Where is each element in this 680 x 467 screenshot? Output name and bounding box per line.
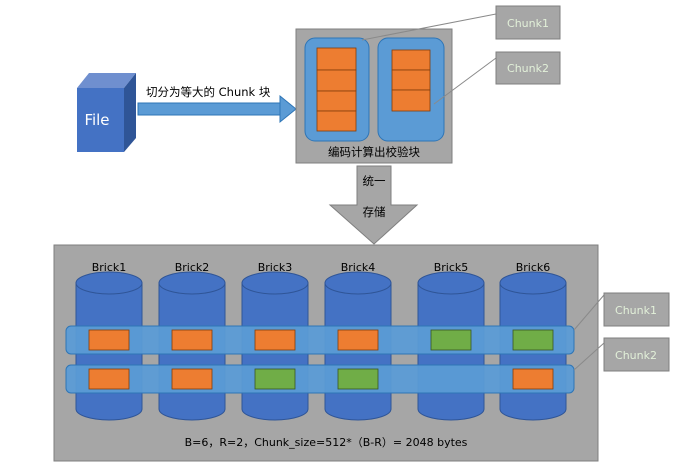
file-label: File bbox=[84, 111, 109, 129]
chunk1-callout-top bbox=[495, 5, 561, 40]
chunk-stack-2 bbox=[391, 49, 431, 112]
brick-1-row2-data-chunk bbox=[88, 368, 130, 390]
brick-2-label: Brick2 bbox=[175, 261, 210, 274]
stripe-band-2 bbox=[65, 364, 575, 394]
chunk1-callout-bottom-label: Chunk1 bbox=[615, 304, 657, 317]
split-arrow-label: 切分为等大的 Chunk 块 bbox=[146, 85, 271, 99]
file-cube bbox=[77, 73, 136, 152]
chunk1-callout-bottom bbox=[603, 292, 670, 327]
store-arrow-line1: 统一 bbox=[363, 174, 386, 188]
brick-2-row1-data-chunk bbox=[171, 329, 213, 351]
chunk-blocks bbox=[88, 329, 554, 390]
chunk2-callout-top-label: Chunk2 bbox=[507, 62, 549, 75]
chunk2-callout-top bbox=[495, 51, 561, 85]
brick-5-label: Brick5 bbox=[434, 261, 469, 274]
encode-box-label: 编码计算出校验块 bbox=[328, 145, 420, 159]
brick-3-label: Brick3 bbox=[258, 261, 293, 274]
stripe-band-1 bbox=[65, 325, 575, 355]
chunk-stack-1 bbox=[316, 47, 357, 132]
chunk2-callout-bottom bbox=[603, 337, 670, 372]
brick-5-row1-parity-chunk bbox=[430, 329, 472, 351]
brick-1-row1-data-chunk bbox=[88, 329, 130, 351]
store-arrow bbox=[328, 165, 419, 245]
brick-6-row1-parity-chunk bbox=[512, 329, 554, 351]
brick-1-label: Brick1 bbox=[92, 261, 127, 274]
split-arrow bbox=[137, 94, 297, 124]
brick-4-label: Brick4 bbox=[341, 261, 376, 274]
brick-3-row2-parity-chunk bbox=[254, 368, 296, 390]
chunk-callout-leaders-bottom bbox=[573, 294, 605, 371]
brick-4-row1-data-chunk bbox=[337, 329, 379, 351]
store-arrow-line2: 存储 bbox=[363, 205, 386, 219]
brick-labels: Brick1 Brick2 Brick3 Brick4 Brick5 Brick6 bbox=[92, 261, 551, 274]
formula-text: B=6，R=2，Chunk_size=512*（B-R）= 2048 bytes bbox=[185, 436, 468, 449]
brick-2-row2-data-chunk bbox=[171, 368, 213, 390]
brick-3-row1-data-chunk bbox=[254, 329, 296, 351]
brick-4-row2-parity-chunk bbox=[337, 368, 379, 390]
brick-6-row2-data-chunk bbox=[512, 368, 554, 390]
chunk2-callout-bottom-label: Chunk2 bbox=[615, 349, 657, 362]
chunk1-callout-top-label: Chunk1 bbox=[507, 17, 549, 30]
chunk-callout-leaders-top bbox=[361, 13, 497, 105]
brick-6-label: Brick6 bbox=[516, 261, 551, 274]
